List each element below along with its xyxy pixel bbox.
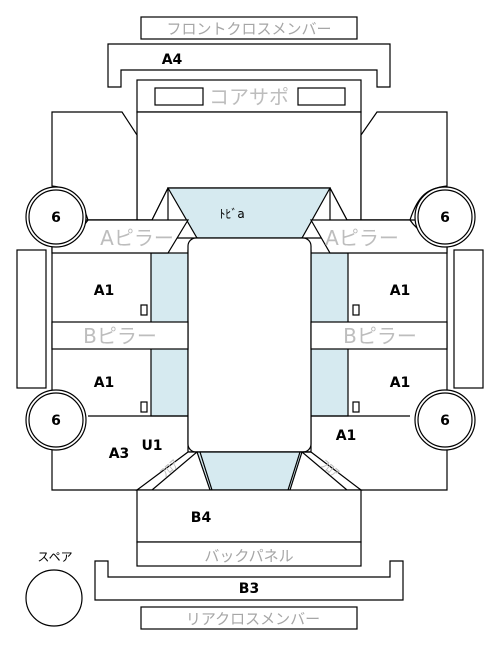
roof-panel: ﾄﾋﾞa <box>166 187 332 239</box>
b4-panel: B4 <box>136 489 362 543</box>
left-a-pillar: Aピラー <box>51 219 190 254</box>
left-b-pillar-label: Bピラー <box>83 324 157 348</box>
wheel-rear-right: 6 <box>414 389 476 451</box>
a1-bottom-right: A1 <box>336 428 357 444</box>
right-lower-marker <box>352 401 360 413</box>
b3-panel: B3 <box>94 560 404 601</box>
front-cross-member-label: フロントクロスメンバー <box>166 20 331 38</box>
a4-label: A4 <box>162 52 183 68</box>
core-support: コアサポ <box>136 79 362 113</box>
wheel-front-left-label: 6 <box>51 210 61 226</box>
wheel-front-right: 6 <box>414 186 476 248</box>
wheel-rear-left-label: 6 <box>51 413 61 429</box>
left-lower-marker <box>140 401 148 413</box>
right-b-pillar-label: Bピラー <box>343 324 417 348</box>
wheel-front-right-label: 6 <box>440 210 450 226</box>
left-upper-marker <box>140 304 148 316</box>
right-side-rail <box>453 249 484 389</box>
a3-label: A3 <box>109 446 130 462</box>
core-support-label: コアサポ <box>209 85 289 109</box>
wheel-rear-left: 6 <box>25 389 87 451</box>
left-a-pillar-label: Aピラー <box>100 226 174 250</box>
rear-cross-member: リアクロスメンバー <box>140 606 358 630</box>
wheel-front-left: 6 <box>25 186 87 248</box>
right-a-pillar-label: Aピラー <box>325 226 399 250</box>
spare-label: スペア <box>37 550 72 564</box>
b3-label: B3 <box>239 581 259 597</box>
door-label: ﾄﾋﾞa <box>219 207 244 221</box>
right-a-pillar: Aピラー <box>309 219 448 254</box>
a1-upper-right: A1 <box>390 283 411 299</box>
wheel-rear-right-label: 6 <box>440 413 450 429</box>
back-panel-label: バックパネル <box>204 547 293 565</box>
b4-label: B4 <box>191 510 212 526</box>
cabin <box>187 237 312 453</box>
back-panel: バックパネル <box>136 541 362 567</box>
right-b-pillar: Bピラー <box>310 321 448 350</box>
right-upper-marker <box>352 304 360 316</box>
left-side-rail <box>16 249 47 389</box>
a1-lower-left: A1 <box>94 375 115 391</box>
a1-lower-right: A1 <box>390 375 411 391</box>
a4-panel: A4 <box>107 43 391 88</box>
spare-circle <box>25 569 83 627</box>
trunk-floor-inner <box>199 451 301 491</box>
spare-tire: スペア <box>25 550 83 627</box>
front-cross-member: フロントクロスメンバー <box>140 16 358 40</box>
a1-upper-left: A1 <box>94 283 115 299</box>
u1-label: U1 <box>141 438 162 454</box>
rear-cross-member-label: リアクロスメンバー <box>186 610 320 628</box>
left-b-pillar: Bピラー <box>51 321 189 350</box>
